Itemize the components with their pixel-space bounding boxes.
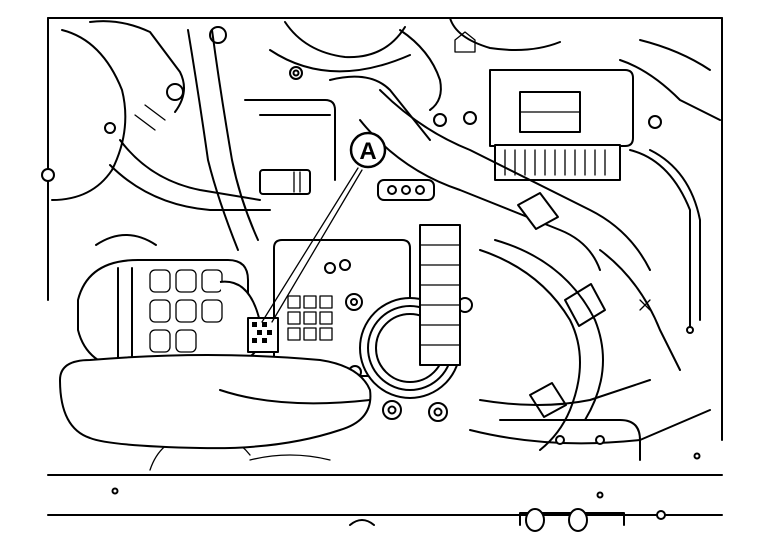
callout-a: A xyxy=(349,131,387,169)
intake-hose xyxy=(59,354,372,450)
upper-right-connector xyxy=(489,39,721,331)
throttle-connector xyxy=(247,317,279,353)
cross-pipe xyxy=(359,89,651,327)
throttle-body xyxy=(273,224,473,422)
right-wiring xyxy=(469,239,711,451)
callout-leader-lines xyxy=(261,167,363,323)
engine-upper-left xyxy=(41,20,271,211)
engine-cover-upper xyxy=(269,17,561,141)
frame xyxy=(47,17,723,441)
lower-frame-rail xyxy=(47,433,723,532)
callout-a-label: A xyxy=(359,138,376,165)
lower-right-mount xyxy=(499,419,641,461)
vertical-pipe xyxy=(187,29,336,251)
alternator xyxy=(77,234,261,371)
